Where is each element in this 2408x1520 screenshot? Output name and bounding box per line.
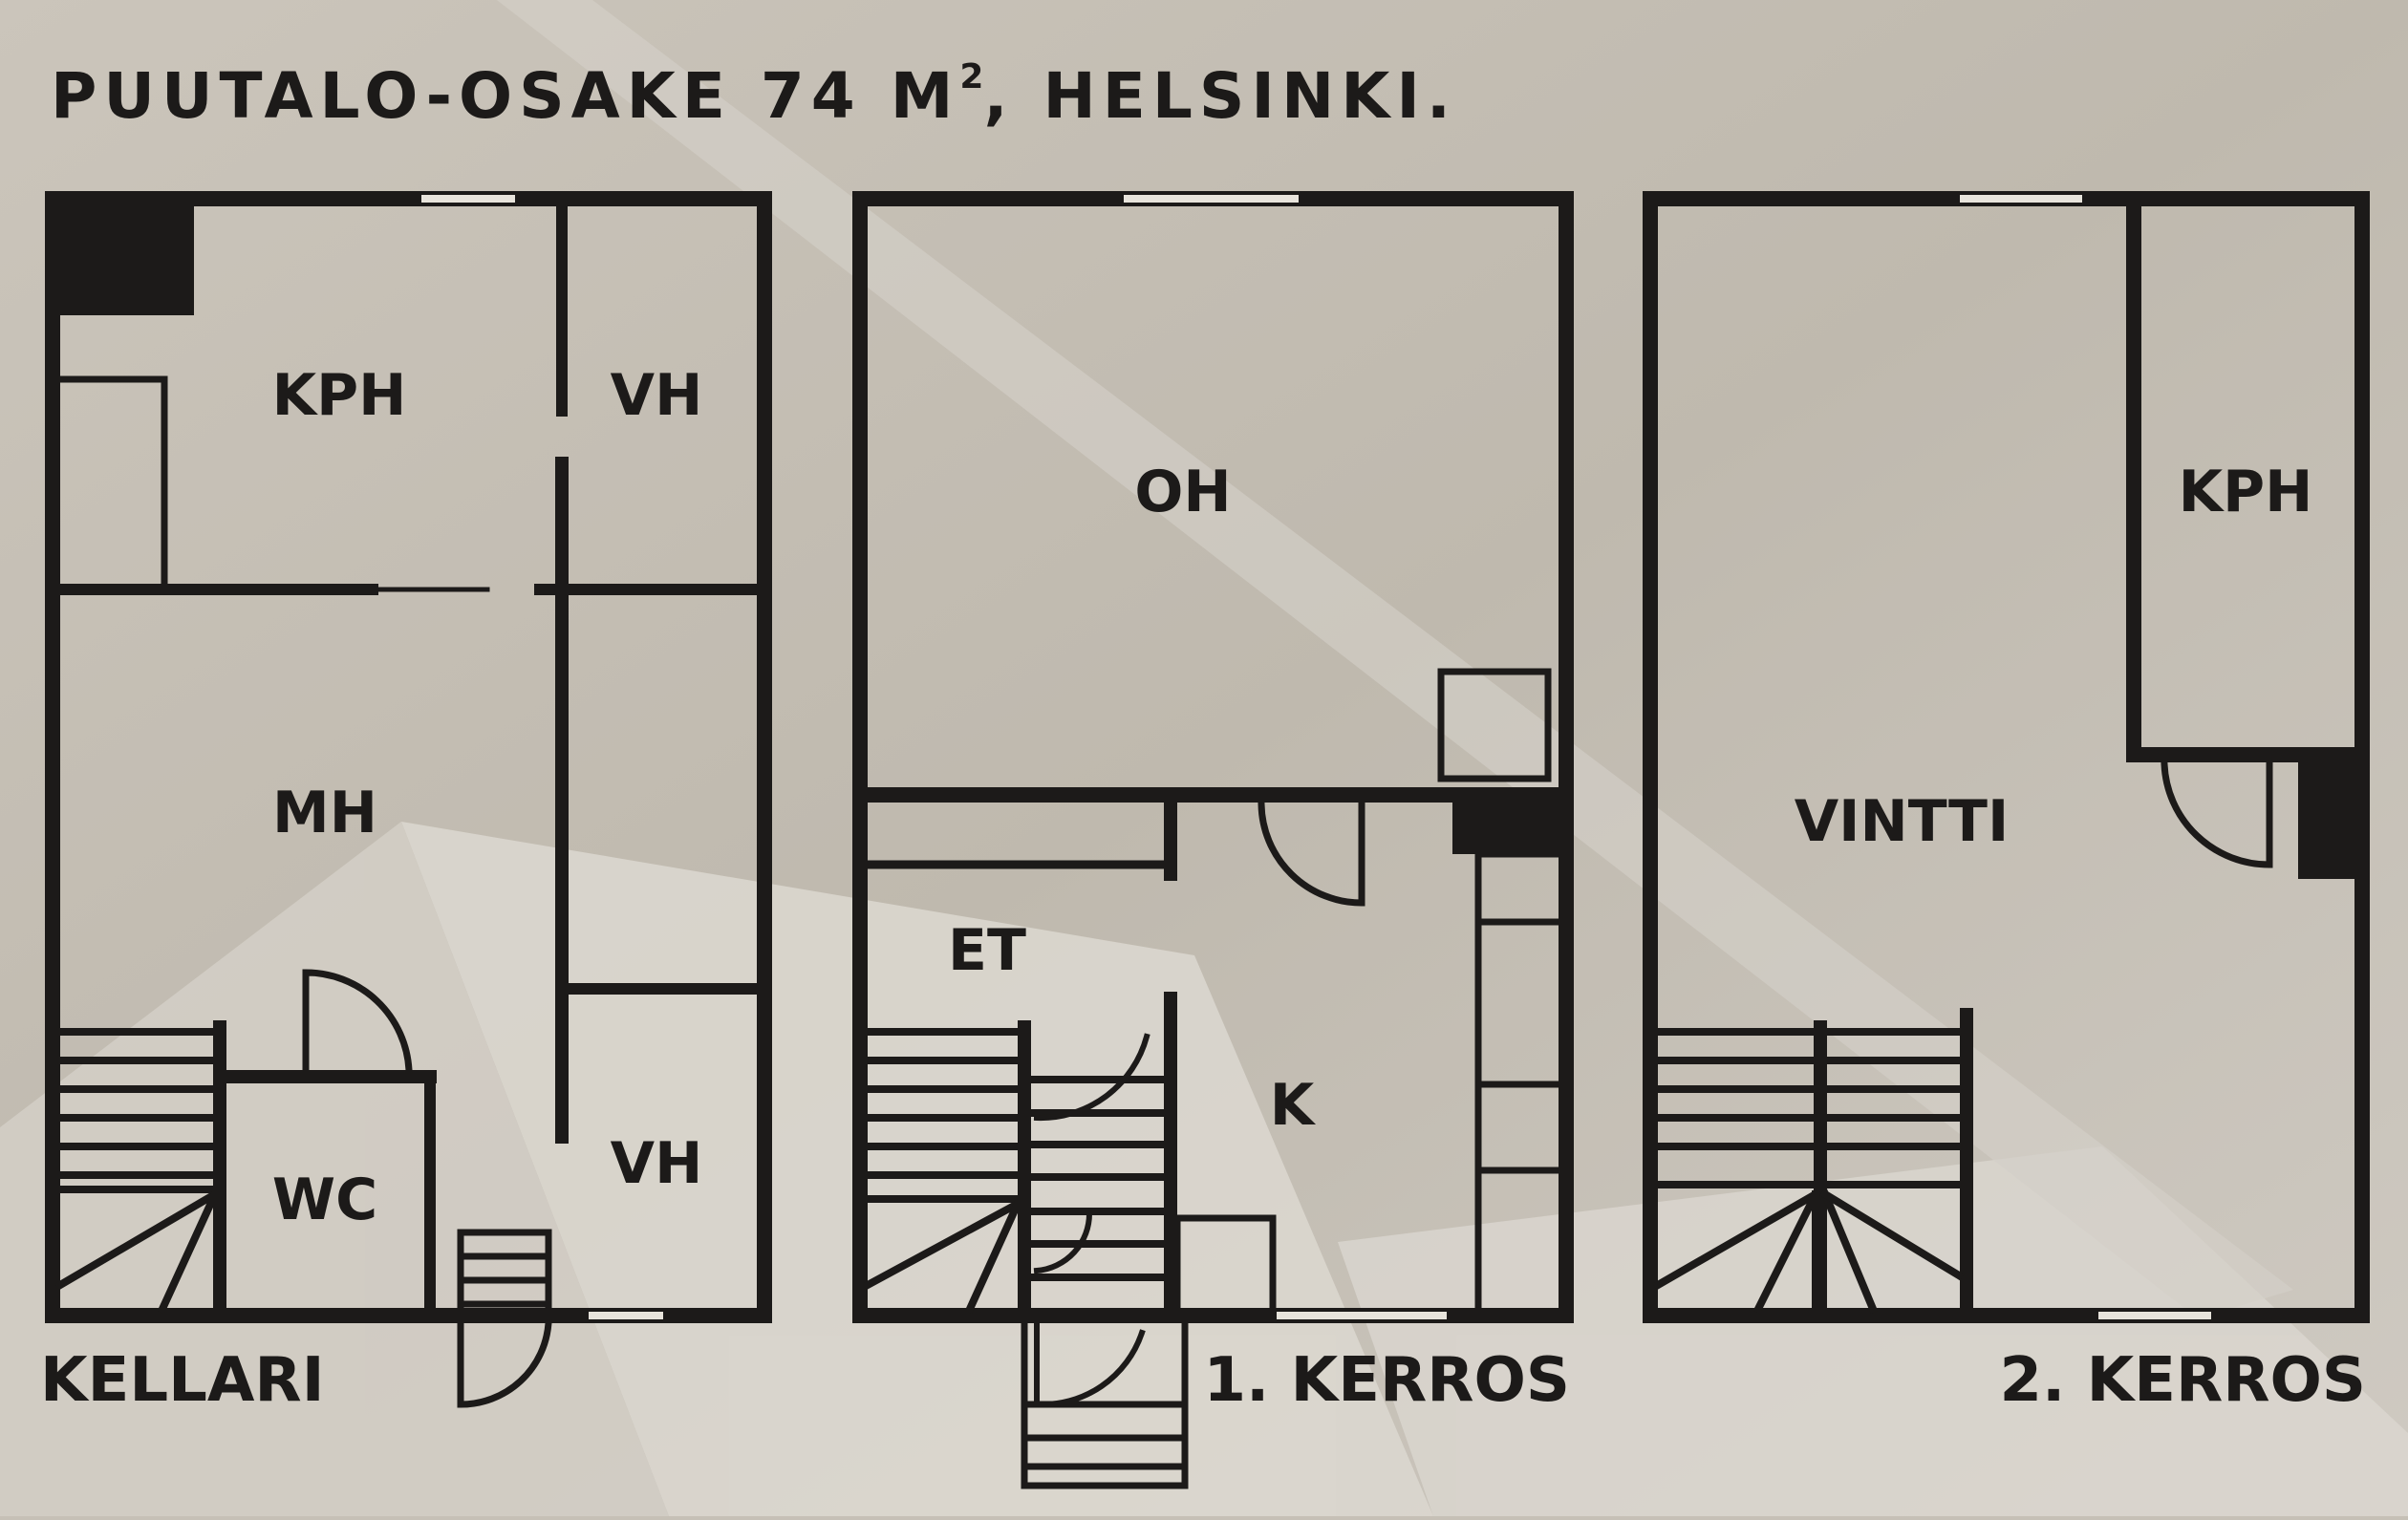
kellari-kph-fixture bbox=[56, 375, 168, 585]
kerros2-chimney bbox=[2298, 755, 2362, 879]
kellari-chimney bbox=[53, 199, 194, 315]
room-label-vintti: VINTTI bbox=[1795, 788, 2010, 855]
room-label-kellari-vh-upper: VH bbox=[611, 362, 703, 429]
kerros1-stove bbox=[1437, 668, 1552, 782]
room-label-kerros2-kph: KPH bbox=[2179, 459, 2313, 525]
kerros1-chimney bbox=[1452, 795, 1566, 854]
kerros1-kitchen-cabinets bbox=[1173, 850, 1568, 1319]
room-label-et: ET bbox=[948, 917, 1026, 984]
room-label-k: K bbox=[1270, 1072, 1317, 1139]
floor-label-2-kerros: 2. KERROS bbox=[2000, 1345, 2367, 1416]
floor-labels: KELLARI 1. KERROS 2. KERROS bbox=[40, 1345, 2366, 1416]
kellari-entry-steps bbox=[457, 1229, 552, 1408]
title-suffix: , HELSINKI. bbox=[983, 59, 1457, 133]
room-label-kellari-kph: KPH bbox=[272, 362, 407, 429]
floor-kellari bbox=[45, 191, 772, 1408]
page-title: PUUTALO-OSAKE 74 M2, HELSINKI. bbox=[51, 57, 1457, 133]
kerros1-door-swing bbox=[1258, 801, 1365, 907]
kerros2-door-swing bbox=[2161, 760, 2273, 868]
floor-label-kellari: KELLARI bbox=[40, 1345, 325, 1416]
kellari-outer-wall bbox=[45, 191, 772, 1323]
floor-label-1-kerros: 1. KERROS bbox=[1204, 1345, 1571, 1416]
room-label-oh: OH bbox=[1134, 459, 1231, 525]
floor-2-kerros bbox=[1643, 191, 2370, 1323]
kerros1-stairs bbox=[862, 992, 1177, 1322]
floor-1-kerros bbox=[852, 191, 1574, 1489]
room-label-kellari-wc: WC bbox=[272, 1167, 377, 1233]
room-label-kellari-mh: MH bbox=[272, 780, 377, 846]
title-superscript: 2 bbox=[959, 57, 984, 96]
title-prefix: PUUTALO-OSAKE 74 M bbox=[51, 59, 960, 133]
kerros1-entry-steps bbox=[1021, 1312, 1189, 1489]
kellari-stairs bbox=[54, 1020, 226, 1322]
wc-door-swing bbox=[302, 969, 413, 1081]
room-labels: KPH VH MH WC VH OH ET K KPH VINTTI bbox=[272, 362, 2313, 1233]
kerros2-stairs bbox=[1652, 1008, 1973, 1322]
room-label-kellari-vh-lower: VH bbox=[611, 1130, 703, 1197]
